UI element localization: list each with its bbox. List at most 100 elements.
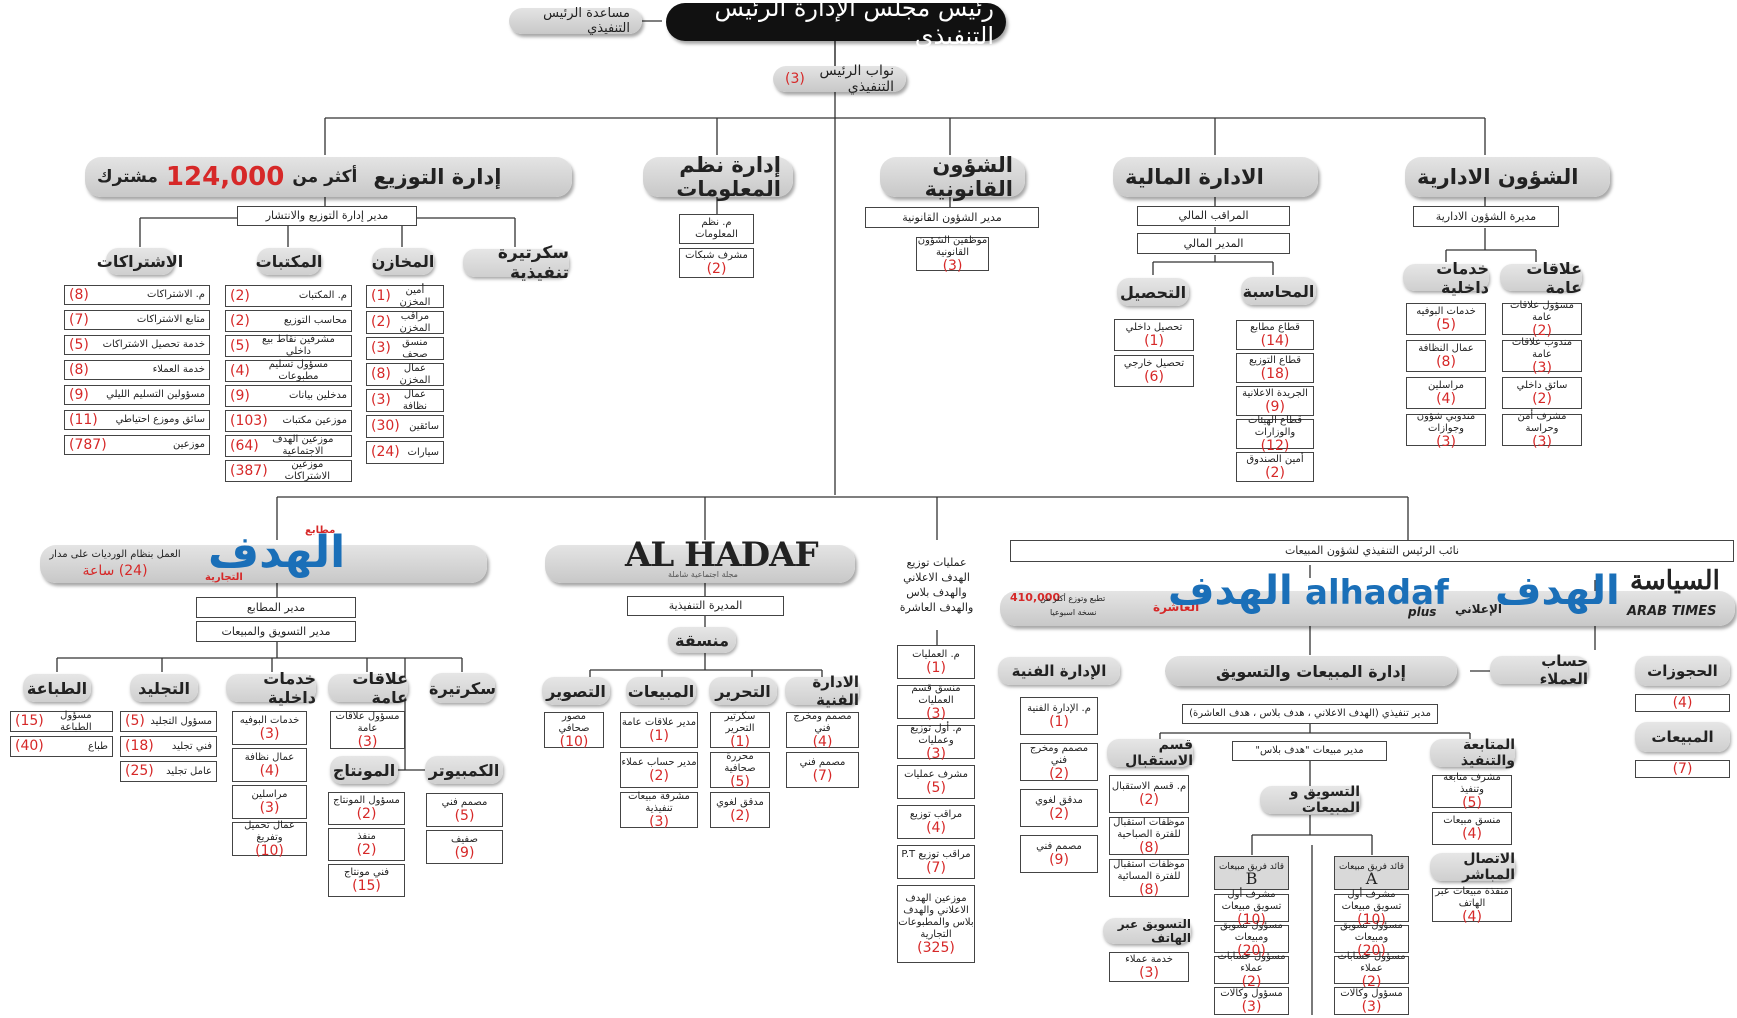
org-item-label: مسؤول التجليد [150, 715, 212, 727]
org-item-count: (5) [125, 713, 145, 729]
org-item-count: (2) [1532, 322, 1552, 339]
legal-staff: موظفين الشؤون القانونية (3) [916, 235, 989, 273]
magazine-editing-title: التحرير [709, 677, 777, 705]
org-item-count: (4) [259, 762, 280, 779]
org-item-box: مصور صحافي(10) [544, 711, 604, 749]
org-item-label: م. الاشتراكات [147, 289, 205, 300]
org-item-count: (2) [230, 312, 250, 329]
org-item-label: م. الإدارة الفنية [1027, 702, 1091, 714]
hadaf-print-logo-top: مطابع [305, 525, 336, 536]
admin-dept-title: الشؤون الادارية [1405, 157, 1610, 197]
sales-unit-title: المبيعات [1635, 722, 1730, 752]
org-item-box: سائقين(30) [366, 415, 444, 438]
org-item-box: مسؤول وكالات(3) [1334, 987, 1409, 1015]
org-item-box: خدمات البوفيه(3) [232, 711, 307, 745]
org-item-box: منفذة مبيعات عبر الهاتف(4) [1432, 886, 1512, 924]
org-item-count: (8) [371, 366, 391, 382]
distribution-manager: مدير إدارة التوزيع والانتشار [237, 206, 417, 226]
printing-banner [40, 545, 487, 583]
org-item-count: (18) [125, 738, 154, 754]
org-item-box: سكرتير التحرير(1) [710, 711, 770, 749]
org-item-count: (1) [649, 727, 669, 744]
org-item-box: محررة صحافية(5) [710, 751, 770, 789]
org-item-label: مندوبي شؤون وجوازات [1416, 410, 1476, 434]
it-title-text: إدارة نظم المعلومات [676, 153, 781, 201]
org-item-count: (2) [1241, 973, 1262, 990]
sales-unit-count-box: (7) [1635, 760, 1730, 778]
org-item-count: (18) [1260, 365, 1290, 382]
org-item-label: مصمم فني [799, 756, 846, 768]
collection-title: التحصيل [1117, 278, 1189, 306]
team-leader-label: قائد فريق مبيعات [1338, 862, 1405, 872]
org-item-count: (5) [454, 807, 475, 824]
sales-banner-note2: نسخة اسبوعيا [1050, 608, 1097, 617]
org-item-label: خدمات البوفيه [1416, 305, 1476, 317]
org-item-label: مصمم فني [1036, 840, 1082, 852]
org-item-count: (325) [917, 939, 955, 956]
org-item-box: خدمة عملاء(3) [1109, 952, 1189, 982]
org-item-label: عمال تحميل وتفريغ [244, 819, 295, 843]
org-item-box: تحصيل داخلي(1) [1114, 319, 1194, 351]
org-item-count: (9) [454, 844, 475, 861]
ceo-box: رئيس مجلس الإدارة الرئيس التنفيذي [666, 0, 1006, 50]
org-item-count: (3) [371, 340, 391, 356]
org-item-label: قطاع التوزيع [1248, 354, 1302, 366]
org-item-label: مشرف أول تسويق مبيعات [1341, 888, 1402, 912]
seyasa-logo: السياسة [1630, 566, 1720, 596]
org-item-count: (1) [1144, 332, 1164, 349]
finance-title-text: الادارة المالية [1125, 165, 1264, 189]
org-item-label: أمين الصندوق [1246, 453, 1304, 465]
org-item-label: موزعين [173, 439, 205, 450]
org-item-label: مشرفة مبيعات تنفيذية [628, 790, 690, 814]
org-item-label: عامل تجليد [166, 765, 212, 777]
org-item-count: (9) [69, 386, 89, 403]
sales-main: إدارة المبيعات والتسويق [1165, 656, 1457, 686]
org-item-count: (25) [125, 763, 154, 779]
org-item-label: منسق قسم العمليات [911, 682, 961, 706]
admin-manager: مديرة الشؤون الادارية [1413, 206, 1559, 227]
org-item-count: (7) [926, 859, 946, 876]
org-item-label: موظفات استقبال للفترة المسائية [1113, 858, 1185, 882]
org-item-label: منفذ [357, 831, 376, 842]
org-item-label: مسؤول حسابات عملاء [1217, 950, 1286, 974]
org-item-label: مشرف متابعة وتنفيذ [1443, 772, 1501, 795]
org-item-count: (9) [1265, 398, 1285, 415]
org-item-box: مشرفة مبيعات تنفيذية(3) [620, 790, 698, 829]
org-item-count: (2) [730, 807, 750, 824]
subscriptions-title: الاشتراكات [97, 248, 183, 275]
org-item-label: مشرف أمن وحراسة [1517, 410, 1567, 434]
org-item-label: خدمة عملاء [1125, 953, 1173, 965]
admin-internal-title: خدمات داخلية [1403, 259, 1489, 297]
hadaf-print-logo-sub: التجارية [205, 572, 243, 583]
org-item-count: (2) [706, 260, 727, 277]
printing-marketing: مدير التسويق والمبيعات [196, 621, 356, 642]
org-item-box: تحصيل خارجي(6) [1114, 355, 1194, 387]
org-item-box: م. المكتبات(2) [225, 285, 352, 307]
org-item-count: (2) [230, 287, 250, 304]
bookings-count-box: (4) [1635, 694, 1730, 712]
org-item-box: مسؤول التجليد (5) [120, 711, 217, 732]
org-item-count: (4) [1462, 826, 1482, 842]
sales-art-title: الإدارة الفنية [998, 657, 1120, 685]
org-item-box: قطاع التوزيع(18) [1236, 353, 1314, 383]
org-item-box: مدقق لغوي(2) [1020, 789, 1098, 827]
org-item-box: م. العمليات(1) [897, 645, 975, 679]
org-item-count: (3) [259, 799, 280, 816]
alhadaf-plus-logo: alhadaf [1305, 573, 1449, 613]
dist-secretariat: سكرتيرة تنفيذية [463, 243, 569, 283]
org-item-label: م. العمليات [912, 648, 960, 660]
org-item-box: أمين الصندوق(2) [1236, 452, 1314, 482]
org-item-label: خدمة تحصيل الاشتراكات [102, 339, 205, 350]
bookings-count: (4) [1672, 694, 1693, 711]
org-item-box: صفيف(9) [426, 830, 503, 864]
org-item-box: مسؤول تسويق ومبيعات(20) [1214, 920, 1289, 958]
org-item-count: (4) [230, 362, 250, 379]
org-item-box: قطاع مطابع(14) [1236, 320, 1314, 350]
sales-banner-count: 410,000 [1010, 591, 1061, 604]
org-item-label: موزعين الهدف الاعلاني والهدف بلاس والمطب… [898, 892, 974, 940]
org-item-box: مسؤول علاقات عامة(3) [330, 711, 405, 749]
org-item-box: عمال المخزن(8) [366, 363, 444, 386]
org-item-box: منسق قسم العمليات(3) [897, 682, 975, 721]
org-item-box: مسؤول تسويق ومبيعات(20) [1334, 920, 1409, 958]
